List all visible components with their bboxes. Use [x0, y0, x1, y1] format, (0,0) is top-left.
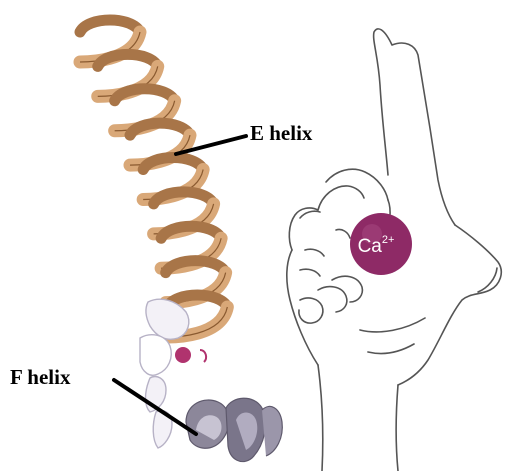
- ion-symbol: Ca: [358, 236, 383, 257]
- e-helix-turn-back: [80, 20, 140, 32]
- e-helix-turn-back: [130, 123, 190, 135]
- f-helix-ribbon: [186, 398, 282, 461]
- e-helix-ribbon: [80, 20, 227, 337]
- e-helix-turn-back: [115, 89, 175, 101]
- ion-charge: 2+: [382, 234, 395, 246]
- loop-sidechain: [200, 350, 206, 362]
- calcium-ion: Ca2+: [350, 213, 412, 275]
- f-helix-label: F helix: [10, 365, 71, 389]
- e-helix-turn-back: [98, 54, 158, 66]
- e-helix-label: E helix: [250, 121, 313, 145]
- loop-ion: [175, 347, 191, 363]
